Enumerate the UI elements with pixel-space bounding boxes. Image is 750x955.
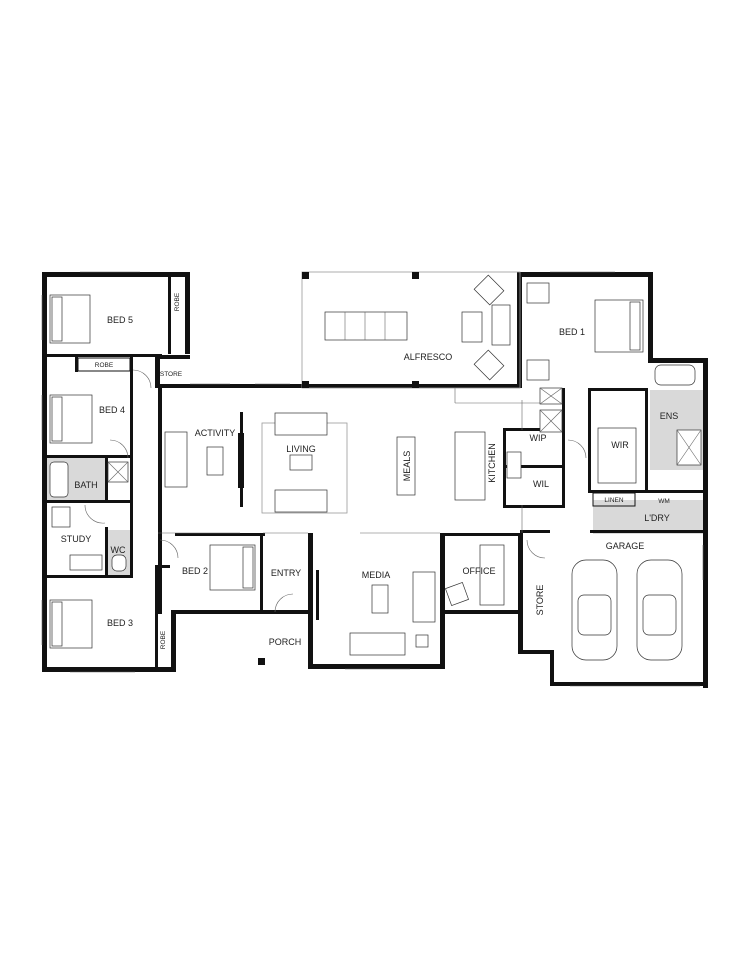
label-activity: ACTIVITY	[195, 428, 236, 438]
label-robe-bed4: ROBE	[95, 362, 114, 369]
label-living: LIVING	[286, 444, 316, 454]
label-wir: WIR	[611, 440, 629, 450]
label-alfresco: ALFRESCO	[404, 352, 453, 362]
label-bed3: BED 3	[107, 618, 133, 628]
label-ldry: L'DRY	[644, 513, 670, 523]
label-store-garage: STORE	[535, 585, 545, 616]
interior-walls	[47, 277, 705, 670]
label-office: OFFICE	[463, 566, 496, 576]
label-bath: BATH	[74, 480, 97, 490]
label-garage: GARAGE	[606, 541, 645, 551]
label-robe-bed3: ROBE	[160, 630, 167, 649]
window-lines	[41, 271, 704, 687]
label-study: STUDY	[61, 534, 92, 544]
label-wip: WIP	[530, 433, 547, 443]
label-meals: MEALS	[402, 451, 412, 482]
label-wc: WC	[111, 545, 126, 555]
label-linen: LINEN	[604, 497, 623, 504]
label-robe-bed5: ROBE	[174, 292, 181, 311]
label-wm: WM	[658, 498, 670, 505]
label-store-hall: STORE	[160, 371, 183, 378]
label-bed2: BED 2	[182, 566, 208, 576]
label-bed1: BED 1	[559, 327, 585, 337]
label-kitchen: KITCHEN	[487, 443, 497, 483]
exterior-walls	[42, 272, 708, 688]
alfresco-area	[301, 271, 521, 389]
label-entry: ENTRY	[271, 568, 301, 578]
furniture	[49, 282, 702, 665]
label-porch: PORCH	[269, 637, 302, 647]
label-bed4: BED 4	[99, 405, 125, 415]
label-wil: WIL	[533, 479, 549, 489]
label-bed5: BED 5	[107, 315, 133, 325]
label-media: MEDIA	[362, 570, 391, 580]
label-ens: ENS	[660, 411, 679, 421]
room-labels: BED 5 ROBE ROBE STORE BED 4 BATH STUDY W…	[61, 292, 679, 649]
